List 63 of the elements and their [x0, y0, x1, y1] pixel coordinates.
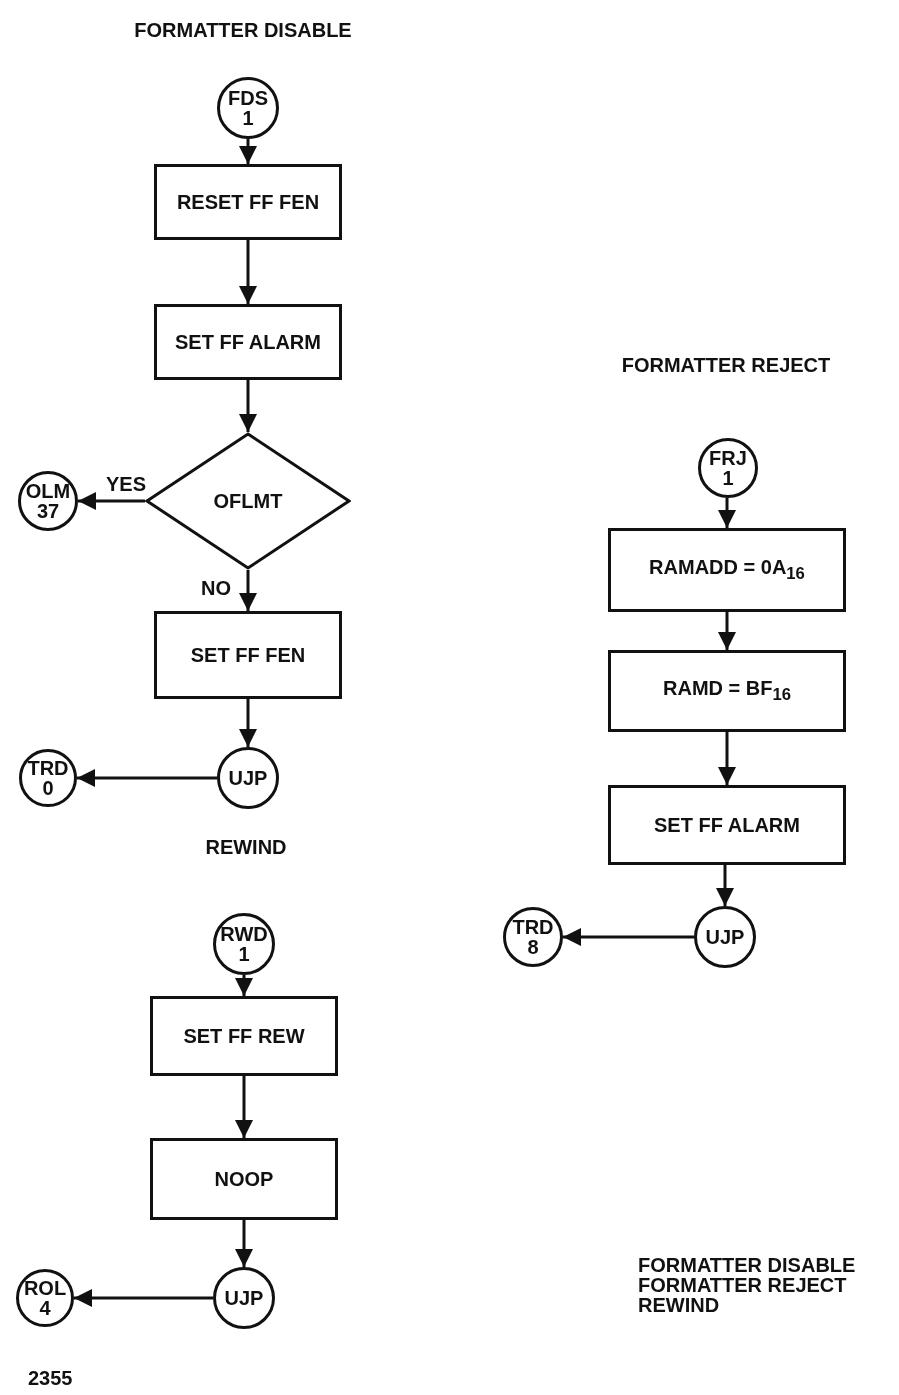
node-text: OFLMT: [213, 491, 283, 511]
arrow: [718, 612, 736, 650]
node-text: 1: [238, 944, 250, 964]
node-text: 37: [36, 501, 60, 521]
node-text: 1: [722, 468, 734, 488]
arrow: [239, 699, 257, 747]
node-text: RAMD = BF$_{16}$: [663, 678, 791, 704]
caption: FORMATTER DISABLE FORMATTER REJECT REWIND: [638, 1255, 857, 1315]
node-text: UJP: [228, 768, 268, 788]
node-text: NOOP: [214, 1169, 274, 1189]
node-text: FDS: [228, 88, 268, 108]
connector-circle: [698, 438, 758, 498]
connector-circle: [503, 907, 563, 967]
node-text: RWD: [220, 924, 268, 944]
arrow: [718, 732, 736, 785]
title-heading: FORMATTER REJECT: [621, 353, 831, 377]
arrow: [78, 492, 145, 510]
node-text: RESET FF FEN: [176, 192, 320, 212]
node-text: TRD: [27, 758, 69, 778]
arrow: [718, 498, 736, 528]
arrow: [239, 139, 257, 164]
node-text: SET FF FEN: [190, 645, 306, 665]
process-box: [150, 1138, 338, 1220]
edge-label: YES: [106, 472, 146, 496]
node-text: 4: [39, 1298, 51, 1318]
arrow: [77, 769, 217, 787]
edge-label: NO: [201, 576, 231, 600]
title-heading: FORMATTER DISABLE: [134, 18, 352, 42]
arrow: [716, 865, 734, 906]
arrow: [235, 1076, 253, 1138]
node-text: RAMADD = 0A$_{16}$: [649, 557, 805, 583]
process-box: [154, 304, 342, 380]
node-text: SET FF ALARM: [175, 332, 321, 352]
node-text: 8: [527, 937, 539, 957]
node-text: FRJ: [709, 448, 747, 468]
arrow: [239, 240, 257, 304]
node-text: TRD: [512, 917, 554, 937]
figure-number: 2355: [28, 1366, 73, 1390]
node-text: 1: [242, 108, 254, 128]
connector-circle: [18, 471, 78, 531]
connector-circle: [16, 1269, 74, 1327]
process-box: [150, 996, 338, 1076]
node-text: OLM: [25, 481, 71, 501]
process-box: [154, 164, 342, 240]
title-heading: REWIND: [205, 835, 287, 859]
process-box: [154, 611, 342, 699]
node-text: SET FF ALARM: [654, 815, 800, 835]
node-text: SET FF REW: [183, 1026, 305, 1046]
connector-circle: [19, 749, 77, 807]
process-box: [608, 650, 846, 732]
arrow: [239, 570, 257, 611]
node-text: ROL: [23, 1278, 67, 1298]
decision-diamond: [145, 432, 351, 570]
arrow: [74, 1289, 213, 1307]
process-box: [608, 785, 846, 865]
node-text: 0: [42, 778, 54, 798]
arrow: [563, 928, 694, 946]
node-text: UJP: [224, 1288, 264, 1308]
node-text: UJP: [705, 927, 745, 947]
arrow: [235, 1220, 253, 1267]
arrow: [235, 975, 253, 996]
arrow: [239, 380, 257, 432]
process-box: [608, 528, 846, 612]
